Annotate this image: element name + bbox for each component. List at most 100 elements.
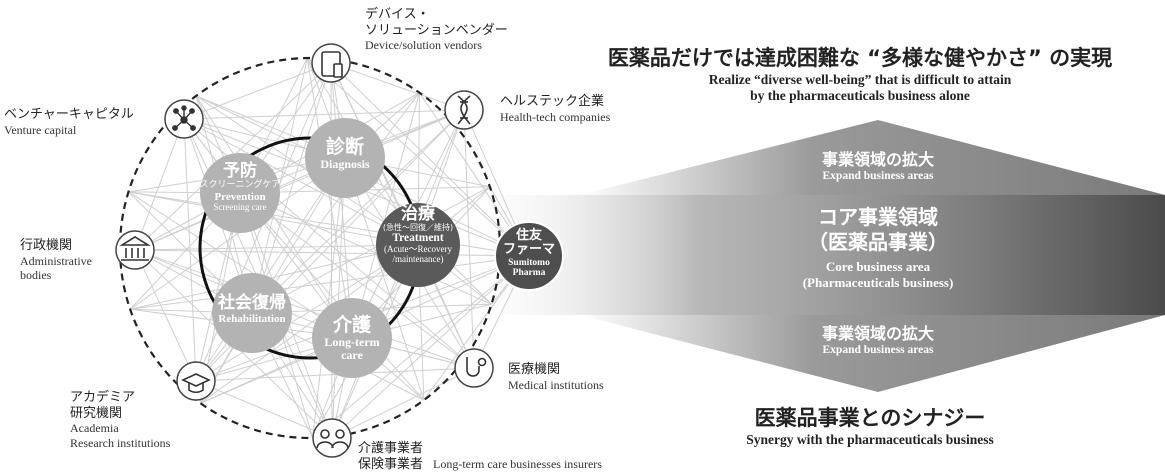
partner-care-label: 介護事業者 保険事業者 Long-term care businesses in… [358, 441, 602, 472]
expand-band-top [580, 120, 1165, 195]
tablet-icon [321, 51, 343, 78]
synergy-title: 医薬品事業とのシナジー [754, 406, 986, 430]
graduation-cap-icon [181, 373, 211, 394]
prevention-label: 予防 スクリーニングケア Prevention Screening care [195, 162, 285, 213]
expand-top-label: 事業領域の拡大 Expand business areas [728, 146, 1028, 182]
healthtech-jp: ヘルステック企業 [500, 94, 605, 109]
treatment-label: 治療 (急性～回復／維持) Treatment (Acute～Recovery … [373, 205, 463, 265]
mesh-line [306, 57, 353, 339]
admin-jp: 行政機関 [20, 238, 73, 253]
academia-jp-1: アカデミア [70, 390, 136, 405]
mesh-line [134, 244, 419, 251]
mesh-line [195, 380, 333, 439]
mesh-line [183, 118, 197, 382]
page-title: 医薬品だけでは達成困難な “多様な健やかさ” の実現 [607, 46, 1113, 70]
venture-en: Venture capital [4, 122, 77, 137]
mesh-line [331, 367, 475, 439]
admin-en-1: Administrative [20, 253, 92, 268]
mesh-line [251, 62, 332, 314]
node-medical [454, 348, 494, 388]
mesh-line [195, 95, 353, 339]
medical-en: Medical institutions [508, 377, 604, 392]
subtitle-line-1: Realize “diverse well-being” that is dif… [708, 72, 1012, 87]
bubble-longterm [312, 298, 392, 378]
mesh-line [463, 109, 475, 369]
expand-bottom-en: Expand business areas [822, 344, 934, 356]
rehabilitation-en: Rehabilitation [218, 312, 286, 325]
subtitle-line-2: by the pharmaceuticals business alone [750, 88, 970, 104]
mesh-line [330, 62, 530, 257]
academia-en-1: Academia [70, 421, 119, 436]
mesh-line [239, 192, 475, 369]
node-academia [176, 361, 216, 401]
network-icon [172, 105, 196, 131]
mesh-line [331, 157, 346, 439]
longterm-jp: 介護 [332, 314, 371, 336]
academia-jp-2: 研究機関 [70, 405, 123, 421]
mesh-line [134, 249, 475, 369]
prevention-sub-en: Screening care [213, 201, 267, 212]
diagnosis-en: Diagnosis [320, 156, 370, 171]
prevention-en: Prevention [214, 190, 266, 203]
bubble-prevention [200, 153, 280, 233]
diagnosis-label: 診断 Diagnosis [305, 137, 385, 171]
mesh-line [312, 157, 346, 439]
admin-en-2: bodies [20, 267, 52, 282]
core-jp-1: コア事業領域 [818, 205, 938, 229]
device-en: Device/solution vendors [365, 38, 482, 53]
mesh-line [200, 244, 419, 404]
academia-en-2: Research institutions [70, 435, 171, 450]
stethoscope-icon [466, 357, 487, 377]
treatment-sub-en-1: (Acute～Recovery [384, 244, 452, 255]
mesh-line [251, 186, 491, 314]
mesh-line [239, 192, 492, 305]
mesh-line [183, 109, 465, 120]
mesh-line [312, 255, 530, 439]
treatment-en: Treatment [392, 232, 444, 245]
mesh-line [251, 57, 308, 314]
partner-academia-label: アカデミア 研究機関 Academia Research institution… [70, 390, 170, 450]
government-building-icon [119, 236, 151, 261]
mesh-line [130, 244, 419, 310]
dna-icon [457, 95, 471, 125]
expand-top-jp: 事業領域の拡大 [821, 150, 934, 169]
partner-healthtech-label: ヘルステック企業 Health-tech companies [500, 94, 610, 124]
bubble-treatment [376, 203, 460, 287]
care-jp-1: 介護事業者 [358, 441, 424, 456]
venture-jp: ベンチャーキャピタル [4, 107, 134, 122]
expand-band-bottom [580, 315, 1165, 392]
people-icon [316, 429, 349, 449]
partner-admin-label: 行政機関 Administrative bodies [20, 238, 92, 282]
mesh-line [195, 367, 475, 382]
treatment-jp: 治療 [401, 204, 435, 224]
mesh-line [330, 62, 465, 111]
company-en-2: Pharma [512, 268, 546, 279]
mesh-line [130, 255, 530, 310]
prevention-sub-jp: スクリーニングケア [199, 179, 281, 190]
treatment-sub-jp: (急性～回復／維持) [382, 222, 454, 232]
device-jp-1: デバイス・ [365, 7, 430, 22]
company-jp-1: 住友 [515, 228, 542, 243]
mesh-line [134, 109, 465, 251]
longterm-en-2: care [341, 348, 363, 363]
longterm-label: 介護 Long-term care [312, 315, 392, 362]
bubble-diagnosis [305, 118, 385, 198]
partner-device-label: デバイス・ ソリューションベンダー Device/solution vendor… [365, 7, 508, 53]
mesh-line [330, 62, 353, 339]
company-jp-2: ファーマ [502, 242, 555, 258]
bubble-company [494, 221, 564, 291]
core-band [450, 195, 1165, 315]
partner-venture-label: ベンチャーキャピタル Venture capital [4, 107, 134, 137]
medical-jp: 医療機関 [508, 362, 561, 377]
mesh-line [128, 191, 530, 257]
rehabilitation-jp: 社会復帰 [218, 293, 286, 313]
longterm-en-1: Long-term [324, 334, 380, 349]
mesh-line [134, 249, 197, 382]
page-subtitle: Realize “diverse well-being” that is dif… [600, 72, 1120, 104]
mesh-line [330, 62, 333, 439]
prevention-jp: 予防 [223, 161, 257, 181]
company-en-1: Sumitomo [508, 257, 550, 268]
healthtech-en: Health-tech companies [500, 109, 611, 124]
mesh-line [251, 92, 420, 314]
